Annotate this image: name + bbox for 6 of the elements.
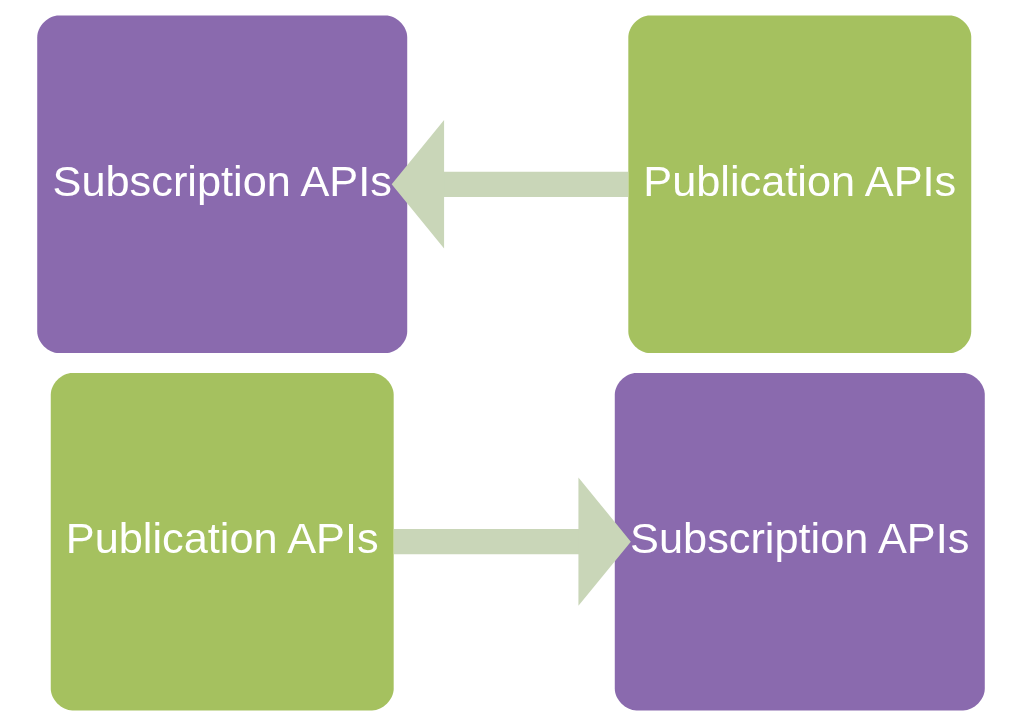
node-box: Publication APIs <box>628 15 972 354</box>
arrow <box>393 477 631 606</box>
node-box: Subscription APIs <box>614 372 985 711</box>
node-box: Publication APIs <box>50 372 394 711</box>
node-box: Subscription APIs <box>37 15 408 354</box>
arrow <box>391 120 629 249</box>
